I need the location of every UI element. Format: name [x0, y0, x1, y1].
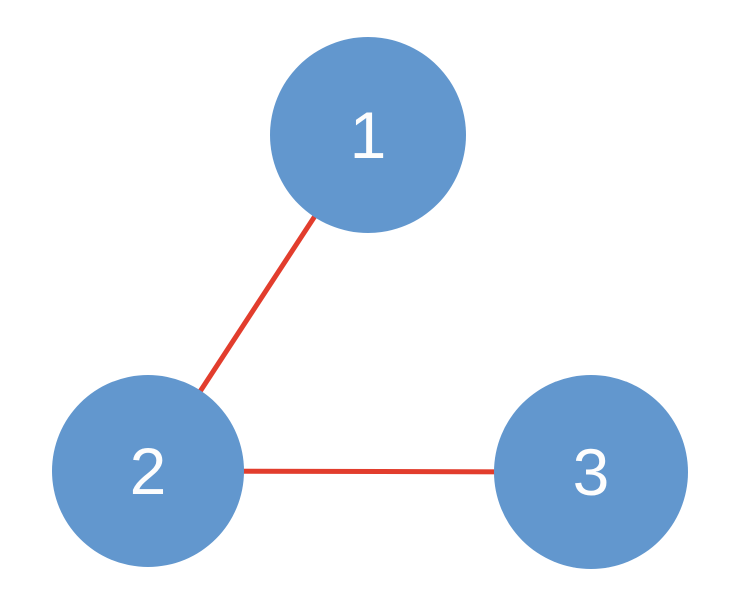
graph-node-circle-3[interactable] — [494, 375, 688, 569]
graph-node-3[interactable]: 3 — [494, 375, 688, 569]
graph-node-1[interactable]: 1 — [270, 37, 466, 233]
graph-node-circle-2[interactable] — [52, 375, 244, 567]
graph-node-circle-1[interactable] — [270, 37, 466, 233]
graph-node-2[interactable]: 2 — [52, 375, 244, 567]
